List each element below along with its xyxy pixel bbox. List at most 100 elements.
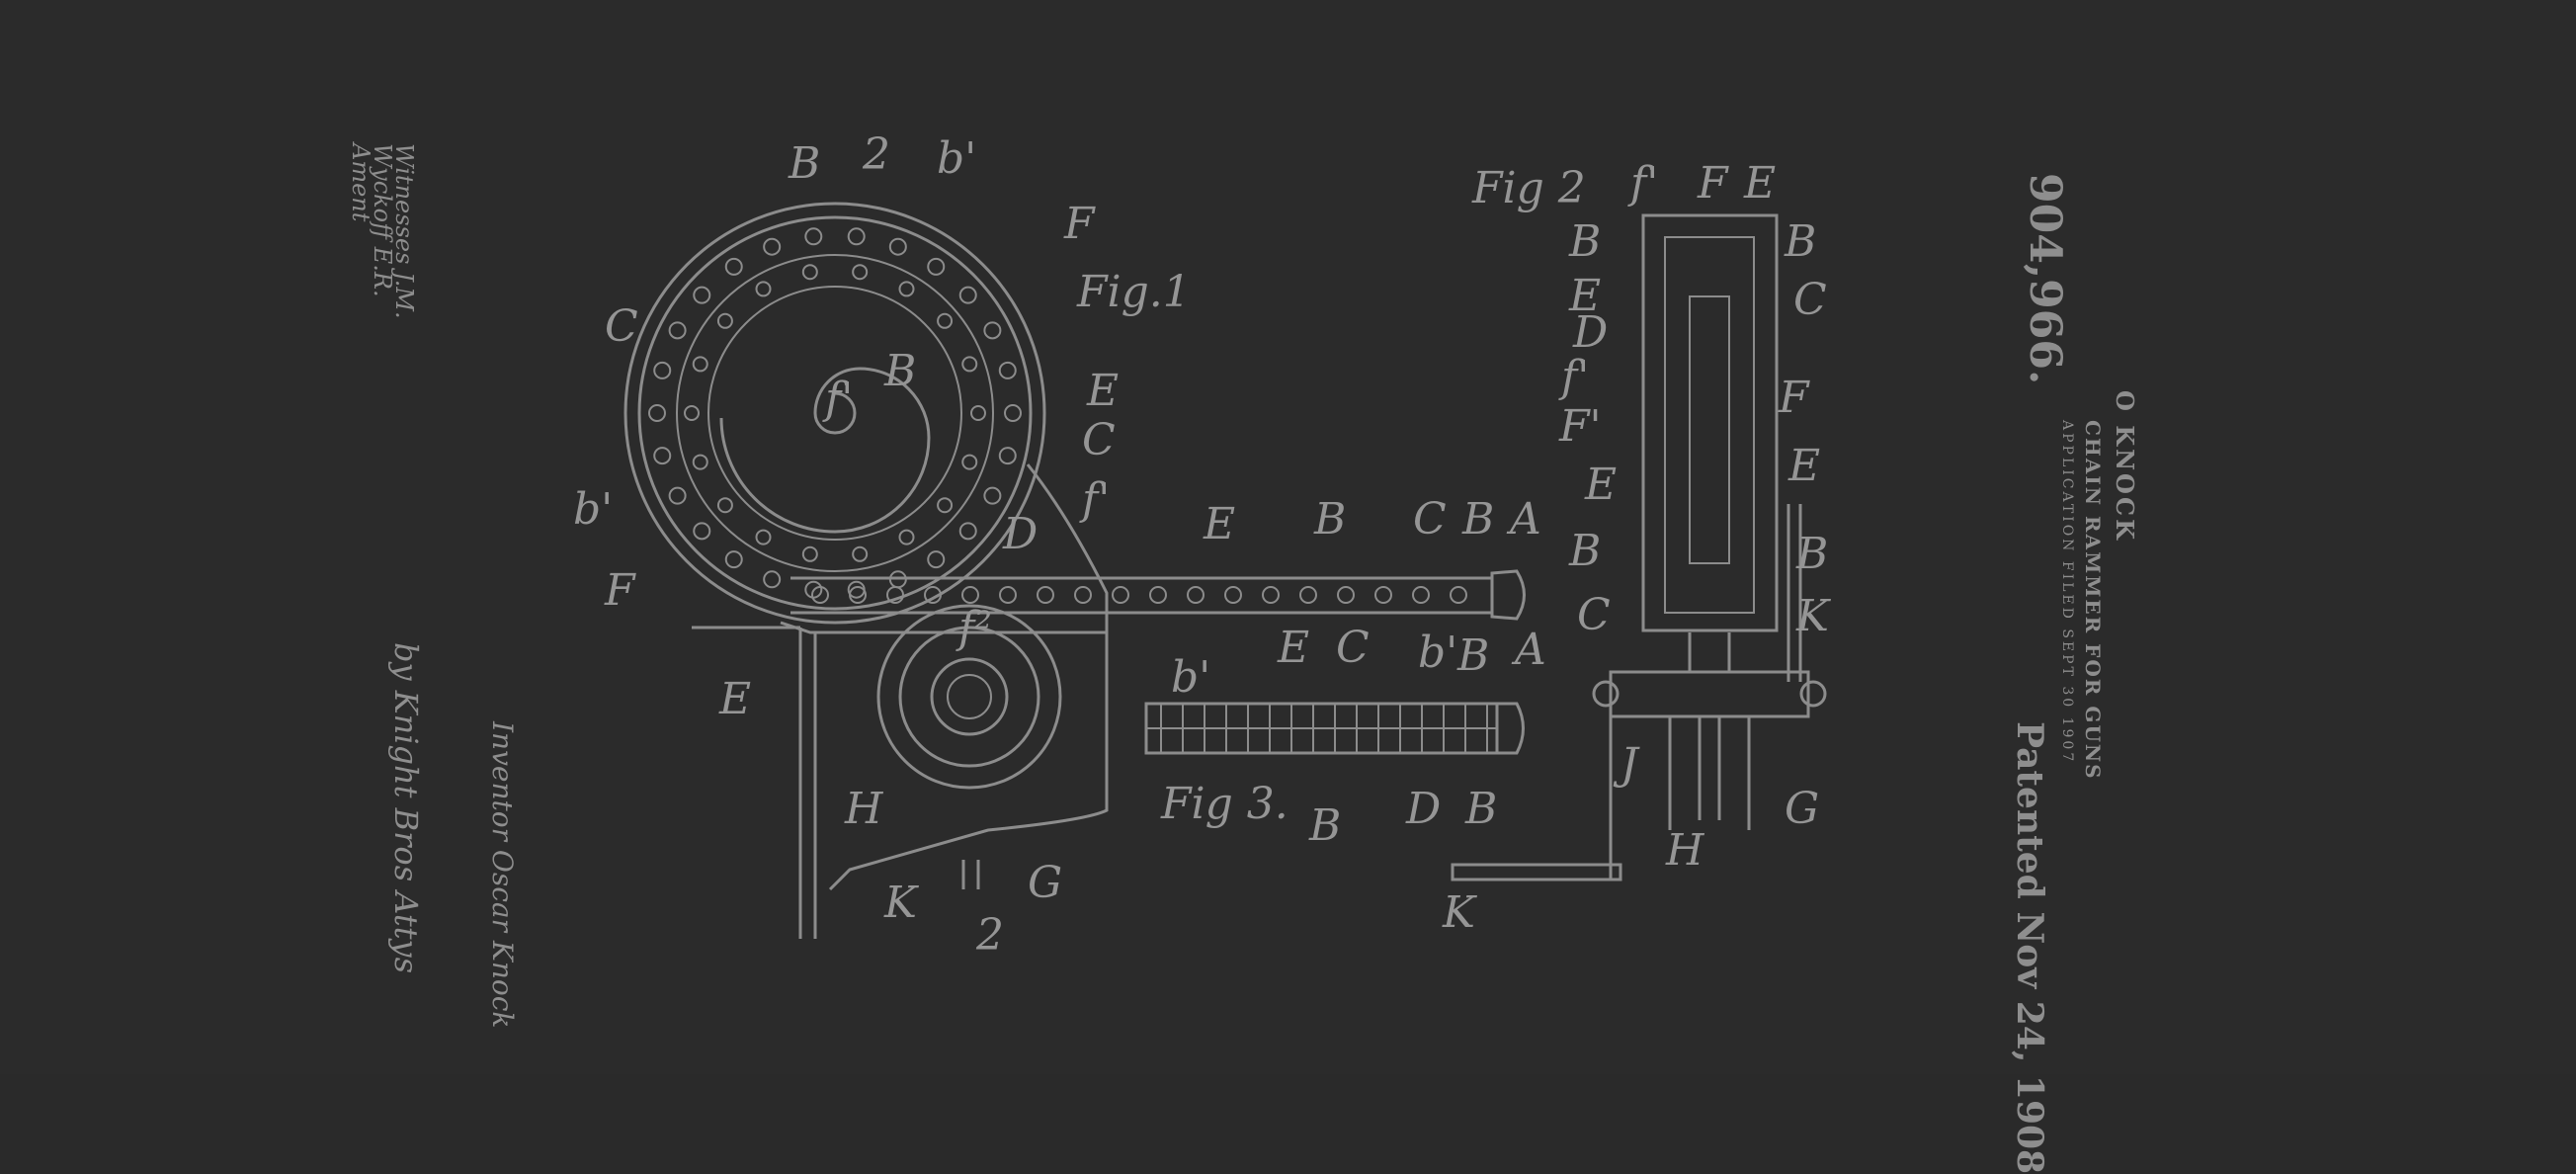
chain-link	[1413, 587, 1429, 603]
chain-link	[649, 405, 665, 421]
reference-label: B	[1456, 630, 1489, 681]
chain-link	[764, 571, 780, 587]
fig1-chain	[790, 571, 1525, 619]
reference-label: C	[1577, 590, 1611, 640]
chain-link	[654, 448, 670, 463]
reference-label: E	[1584, 460, 1617, 510]
reference-label: C	[1082, 415, 1116, 465]
chain-link	[849, 228, 865, 244]
chain-link	[654, 363, 670, 378]
reference-label: B	[1461, 494, 1494, 545]
chain-link	[757, 282, 771, 295]
chain-link	[853, 547, 867, 561]
chain-link	[718, 314, 732, 328]
chain-link	[984, 322, 1000, 338]
chain-link	[1113, 587, 1128, 603]
patent-number: 904,966.	[2020, 173, 2070, 384]
chain-link	[962, 357, 976, 371]
reference-label: K	[1795, 591, 1831, 641]
chain-link	[694, 288, 709, 303]
reference-label: K	[1442, 887, 1477, 938]
reference-label: E	[1203, 499, 1235, 549]
chain-link	[694, 357, 707, 371]
attorney-signature: by Knight Bros Attys	[387, 642, 425, 973]
chain-link	[1005, 405, 1021, 421]
reference-label: E	[1277, 623, 1309, 673]
reference-label: K	[883, 878, 919, 928]
chain-link	[670, 488, 686, 504]
reference-label: f'	[1627, 158, 1658, 209]
chain-link	[1000, 448, 1016, 463]
reference-label: A	[1511, 625, 1546, 675]
reference-label: A	[1506, 494, 1541, 545]
chain-link	[928, 259, 944, 275]
reference-label: G	[1785, 784, 1819, 834]
reference-label: D	[1002, 509, 1038, 559]
patent-sheet: B2b'FCBf'ECb'f'DFEBCBAb'f²b'EHK2GECBABDB…	[0, 0, 2576, 1074]
reference-label: F	[604, 565, 636, 616]
reference-label: C	[1336, 623, 1370, 673]
chain-link	[757, 531, 771, 545]
reference-label: C	[605, 301, 638, 352]
reference-label: 2	[975, 910, 1004, 961]
chain-link	[1188, 587, 1204, 603]
chain-link	[764, 239, 780, 255]
reference-label: B	[788, 138, 820, 189]
fig2-caption: Fig 2	[1471, 163, 1586, 213]
reference-label: f'	[1558, 352, 1589, 402]
reference-label: D	[1572, 307, 1608, 358]
chain-link	[1338, 587, 1354, 603]
chain-link	[694, 456, 707, 469]
chain-link	[1225, 587, 1241, 603]
chain-link	[853, 265, 867, 279]
chain-link	[803, 265, 817, 279]
reference-label: b'	[573, 484, 613, 535]
reference-label: B	[1313, 494, 1346, 545]
reference-label: H	[1665, 825, 1705, 876]
patent-title: CHAIN RAMMER FOR GUNS	[2081, 420, 2105, 781]
chain-link	[1000, 363, 1016, 378]
fig1-caption: Fig.1	[1076, 267, 1191, 317]
chain-link	[803, 547, 817, 561]
chain-link	[960, 288, 976, 303]
reference-label: F	[1778, 373, 1810, 423]
reference-label: f'	[1079, 474, 1110, 525]
reference-label: b'	[937, 133, 976, 184]
reference-label: B	[1568, 526, 1601, 576]
chain-link	[1038, 587, 1053, 603]
reference-label: b'	[1171, 652, 1210, 703]
chain-link	[670, 322, 686, 338]
reference-label: D	[1405, 784, 1441, 834]
fig3-caption: Fig 3.	[1160, 779, 1288, 829]
reference-label: B	[1568, 216, 1601, 267]
chain-link	[1451, 587, 1466, 603]
chain-link	[685, 406, 699, 420]
chain-link	[984, 488, 1000, 504]
chain-link	[1300, 587, 1316, 603]
chain-link	[1075, 587, 1091, 603]
chain-link	[1150, 587, 1166, 603]
patented-date: Patented Nov 24, 1908	[2009, 721, 2050, 1174]
chain-link	[726, 551, 742, 567]
reference-label: H	[844, 784, 884, 834]
chain-link	[718, 498, 732, 512]
reference-label: f²	[956, 603, 992, 653]
inventor-name: O KNOCK	[2111, 390, 2139, 543]
reference-label: B	[883, 346, 916, 396]
reference-label: E	[1743, 158, 1776, 209]
reference-label: B	[1784, 216, 1816, 267]
chain-link	[928, 551, 944, 567]
reference-label: C	[1793, 275, 1827, 325]
reference-label: B	[1308, 800, 1341, 851]
reference-label: F	[1697, 158, 1729, 209]
chain-link	[1263, 587, 1279, 603]
reference-label: C	[1413, 494, 1447, 545]
chain-link	[726, 259, 742, 275]
chain-link	[938, 498, 952, 512]
reference-label: E	[1787, 441, 1820, 491]
chain-link	[900, 282, 914, 295]
chain-link	[694, 523, 709, 539]
chain-link	[962, 456, 976, 469]
reference-label: 2	[862, 129, 890, 180]
chain-link	[900, 531, 914, 545]
